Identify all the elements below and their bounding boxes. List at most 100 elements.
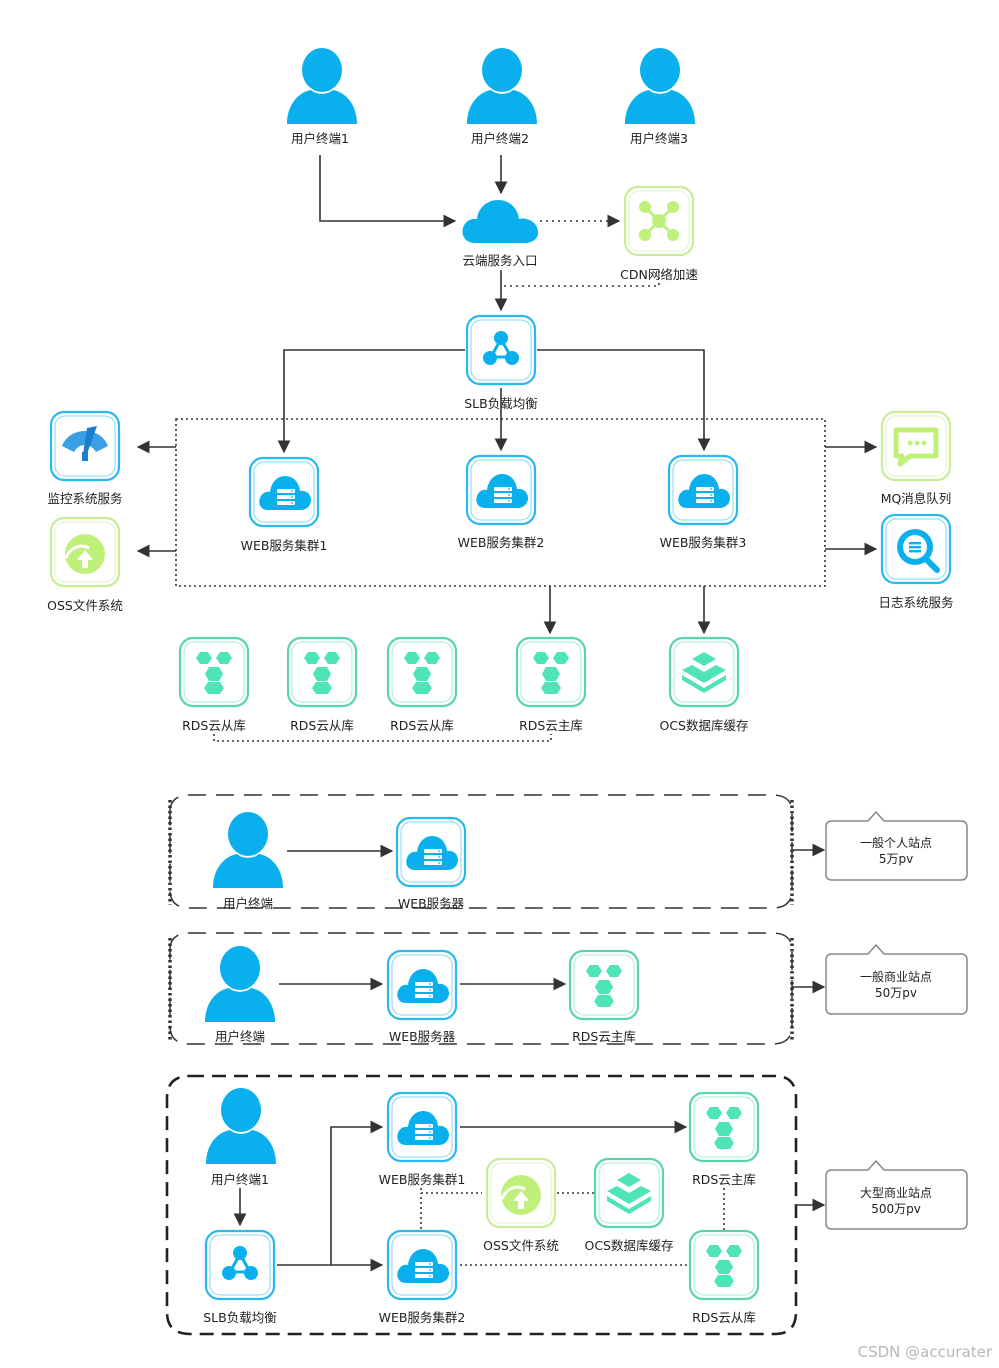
oss-icon xyxy=(487,1159,555,1227)
user-terminal-2: 用户终端2 xyxy=(467,48,537,146)
rds-slave-1-label: RDS云从库 xyxy=(182,718,246,733)
web-server-icon xyxy=(388,1093,456,1161)
web-server-icon xyxy=(250,458,318,526)
web-cluster-3: WEB服务集群3 xyxy=(660,456,747,550)
s3-rds-slave-label: RDS云从库 xyxy=(692,1310,756,1325)
monitor-service: 监控系统服务 xyxy=(47,412,123,506)
user-icon xyxy=(467,48,537,124)
user-terminal-3-label: 用户终端3 xyxy=(630,131,688,146)
web-server-icon xyxy=(467,456,535,524)
s1-callout-box xyxy=(825,810,968,881)
edge-user1-cloud xyxy=(319,155,457,228)
oss-service: OSS文件系统 xyxy=(47,518,123,613)
user-icon xyxy=(287,48,357,124)
user-terminal-2-label: 用户终端2 xyxy=(471,131,529,146)
user-icon xyxy=(213,812,283,888)
ocs-label: OCS数据库缓存 xyxy=(659,718,748,733)
s3-callout-line2: 500万pv xyxy=(871,1202,921,1216)
s1-callout-line1: 一般个人站点 xyxy=(860,835,932,850)
user-icon xyxy=(625,48,695,124)
scenario-1: 用户终端 WEB服务器 一般个人站点 5万pv xyxy=(168,794,968,911)
s3-edge-slb-web1 xyxy=(330,1120,384,1265)
web-cluster-1-label: WEB服务集群1 xyxy=(241,538,328,553)
rds-slave-3-label: RDS云从库 xyxy=(390,718,454,733)
s3-slb-label: SLB负载均衡 xyxy=(203,1310,276,1325)
s1-user-label: 用户终端 xyxy=(223,896,273,911)
ocs-icon xyxy=(595,1159,663,1227)
s3-user-label: 用户终端1 xyxy=(211,1172,269,1187)
web-cluster-2: WEB服务集群2 xyxy=(458,456,545,550)
web-server-icon xyxy=(669,456,737,524)
s1-web-label: WEB服务器 xyxy=(398,896,465,911)
web-cluster-boundary xyxy=(175,418,826,587)
ocs-cache: OCS数据库缓存 xyxy=(659,638,749,733)
mq-label: MQ消息队列 xyxy=(881,491,952,506)
scenario-3-frame xyxy=(165,1074,798,1336)
user-icon xyxy=(205,946,275,1022)
user-terminal-1-label: 用户终端1 xyxy=(291,131,349,146)
s2-user-label: 用户终端 xyxy=(215,1029,265,1044)
web-cluster-3-label: WEB服务集群3 xyxy=(660,535,747,550)
rds-slave-2: RDS云从库 xyxy=(288,638,356,733)
s2-callout-box xyxy=(825,943,968,1015)
s3-connectors xyxy=(277,1120,725,1272)
rds-icon xyxy=(388,638,456,706)
monitor-label: 监控系统服务 xyxy=(47,491,122,506)
replication-link xyxy=(213,734,552,742)
rds-icon xyxy=(690,1093,758,1161)
ocs-icon xyxy=(670,638,738,706)
cdn-label: CDN网络加速 xyxy=(620,267,698,282)
web-server-icon xyxy=(388,1231,456,1299)
edge-slb-web3 xyxy=(537,349,711,452)
rds-master: RDS云主库 xyxy=(517,638,585,733)
user-icon xyxy=(206,1088,276,1164)
s3-oss-label: OSS文件系统 xyxy=(483,1238,559,1253)
user-terminal-1: 用户终端1 xyxy=(287,48,357,146)
s2-callout-line2: 50万pv xyxy=(875,986,917,1000)
s3-ocs-label: OCS数据库缓存 xyxy=(584,1238,673,1253)
rds-slave-1: RDS云从库 xyxy=(180,638,248,733)
slb-icon xyxy=(206,1231,274,1299)
cloud-icon xyxy=(462,200,539,243)
web-cluster-2-label: WEB服务集群2 xyxy=(458,535,545,550)
s2-web-label: WEB服务器 xyxy=(389,1029,456,1044)
scenario-3: 用户终端1 SLB负载均衡 WEB服务集群1 WEB服务集群2 OSS文件系统 … xyxy=(165,1074,968,1336)
s2-callout-line1: 一般商业站点 xyxy=(860,969,932,984)
web-server-icon xyxy=(388,951,456,1019)
s3-web1-label: WEB服务集群1 xyxy=(379,1172,466,1187)
oss-icon xyxy=(51,518,119,586)
scenario-1-frame xyxy=(169,794,793,909)
cloud-entry-label: 云端服务入口 xyxy=(462,253,537,268)
user-terminal-3: 用户终端3 xyxy=(625,48,695,146)
cdn-node: CDN网络加速 xyxy=(620,187,698,282)
rds-master-label: RDS云主库 xyxy=(519,718,583,733)
rds-icon xyxy=(690,1231,758,1299)
cloud-service-entry: 云端服务入口 xyxy=(462,200,539,268)
rds-slave-2-label: RDS云从库 xyxy=(290,718,354,733)
rds-icon xyxy=(180,638,248,706)
web-server-icon xyxy=(397,818,465,886)
scenario-2-frame xyxy=(169,932,793,1045)
s3-rds-master-label: RDS云主库 xyxy=(692,1172,756,1187)
s3-web2-label: WEB服务集群2 xyxy=(379,1310,466,1325)
side-connectors xyxy=(136,440,878,635)
edge-slb-web1 xyxy=(277,349,465,454)
rds-slave-3: RDS云从库 xyxy=(388,638,456,733)
cdn-network-icon xyxy=(625,187,693,255)
monitor-icon xyxy=(51,412,119,480)
rds-icon xyxy=(288,638,356,706)
top-connectors xyxy=(277,155,711,454)
watermark: CSDN @accurater xyxy=(858,1343,993,1361)
web-cluster-1: WEB服务集群1 xyxy=(241,458,328,553)
mq-service: MQ消息队列 xyxy=(881,412,952,506)
mq-icon xyxy=(882,412,950,480)
log-service: 日志系统服务 xyxy=(878,515,954,610)
rds-icon xyxy=(517,638,585,706)
slb-icon xyxy=(467,316,535,384)
s3-edge-web1-oss xyxy=(420,1188,482,1194)
rds-icon xyxy=(570,951,638,1019)
s3-callout-line1: 大型商业站点 xyxy=(860,1185,932,1200)
s1-callout-line2: 5万pv xyxy=(879,852,913,866)
oss-label: OSS文件系统 xyxy=(47,598,123,613)
